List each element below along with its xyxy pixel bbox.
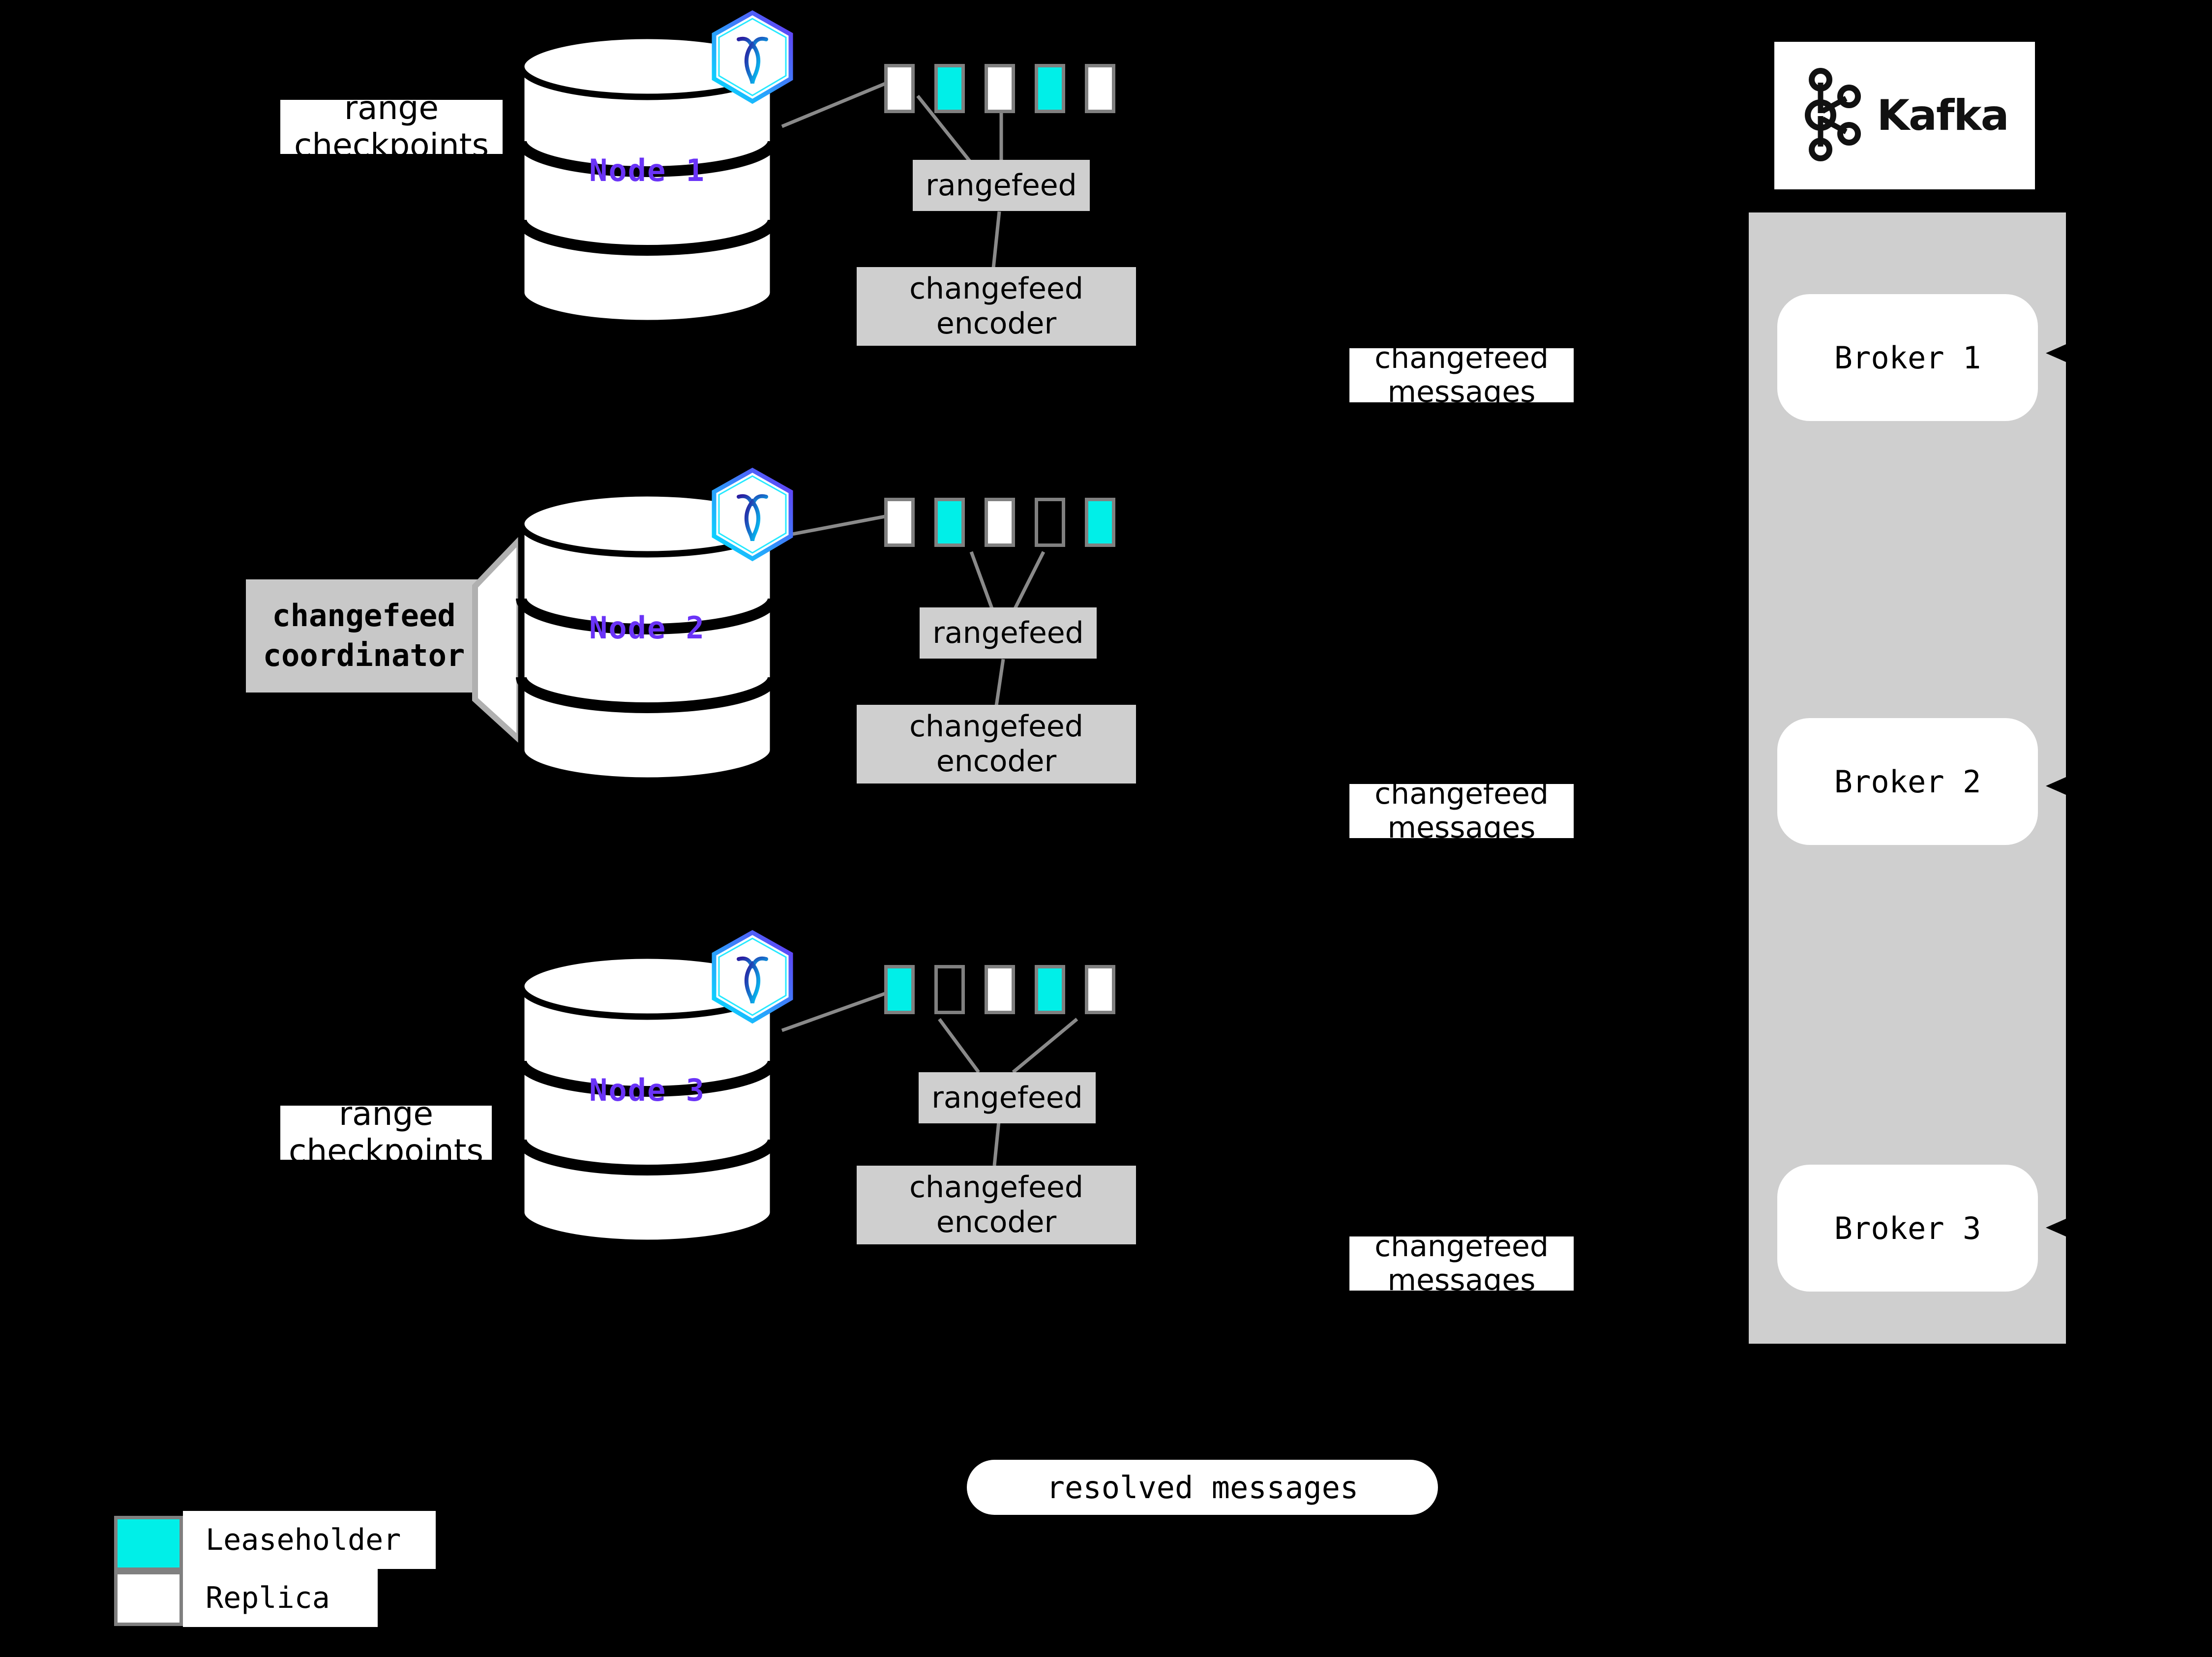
node2-changefeed-encoder-box: changefeed encoder <box>857 705 1136 783</box>
legend-label-replica: Replica <box>183 1569 378 1627</box>
changefeed-messages-label-2: changefeed messages <box>1349 777 1574 845</box>
node1-range-3 <box>985 64 1015 113</box>
legend-swatch-leaseholder <box>114 1516 183 1571</box>
node1-range-4 <box>1035 64 1065 113</box>
node3-label: Node 3 <box>589 1072 705 1108</box>
kafka-wordmark: Kafka <box>1877 91 2009 140</box>
node2-range-5 <box>1085 498 1115 547</box>
node3-cockroachdb-logo <box>708 929 797 1029</box>
broker-3: Broker 3 <box>1777 1165 2038 1292</box>
wire-node2-encoder <box>994 659 1005 706</box>
changefeed-messages-label-3: changefeed messages <box>1349 1230 1574 1297</box>
broker-2: Broker 2 <box>1777 718 2038 845</box>
changefeed-messages-label-1: changefeed messages <box>1349 341 1574 409</box>
wire-node2-rangefeed-b <box>1011 551 1046 613</box>
resolved-messages-pill: resolved messages <box>967 1460 1438 1515</box>
wire-node2-rangefeed-a <box>969 551 995 613</box>
node2-cockroachdb-logo <box>708 466 797 567</box>
node1-range-checkpoints-label: range checkpoints <box>280 90 503 164</box>
wire-node2-range <box>781 514 886 538</box>
node3-range-4 <box>1035 965 1065 1014</box>
kafka-graph-icon <box>1801 68 1864 163</box>
node3-range-2 <box>934 965 965 1014</box>
legend-swatch-replica <box>114 1571 183 1626</box>
wire-node1-range <box>781 82 886 128</box>
node3-range-3 <box>985 965 1015 1014</box>
node3-changefeed-encoder-box: changefeed encoder <box>857 1166 1136 1244</box>
node1-label: Node 1 <box>589 152 705 188</box>
node2-range-3 <box>985 498 1015 547</box>
node2-range-4 <box>1035 498 1065 547</box>
wire-node3-rangefeed-a <box>938 1018 980 1074</box>
wire-node1-encoder <box>991 211 1001 269</box>
node1-cockroachdb-logo <box>708 9 797 109</box>
wire-node3-rangefeed-b <box>1012 1018 1078 1074</box>
node1-range-2 <box>934 64 965 113</box>
node3-range-checkpoints-label: range checkpoints <box>280 1095 492 1170</box>
node2-rangefeed-box: rangefeed <box>920 607 1097 659</box>
node2-cylinder: Node 2 <box>514 489 780 784</box>
node1-cylinder: Node 1 <box>514 32 780 327</box>
node1-changefeed-encoder-box: changefeed encoder <box>857 267 1136 346</box>
wire-node3-encoder <box>992 1116 1001 1166</box>
node2-label: Node 2 <box>589 610 705 646</box>
node3-rangefeed-box: rangefeed <box>919 1072 1096 1123</box>
node2-range-1 <box>884 498 915 547</box>
node3-range-5 <box>1085 965 1115 1014</box>
node3-range-1 <box>884 965 915 1014</box>
legend-label-leaseholder: Leaseholder <box>183 1511 436 1569</box>
node1-rangefeed-box: rangefeed <box>913 160 1090 211</box>
node1-range-1 <box>884 64 915 113</box>
node2-range-2 <box>934 498 965 547</box>
node2-changefeed-coordinator: changefeed coordinator <box>246 579 482 693</box>
node3-cylinder: Node 3 <box>514 952 780 1247</box>
wire-node3-range <box>781 992 886 1032</box>
broker-1: Broker 1 <box>1777 294 2038 421</box>
kafka-logo-card: Kafka <box>1774 42 2035 189</box>
node1-range-5 <box>1085 64 1115 113</box>
